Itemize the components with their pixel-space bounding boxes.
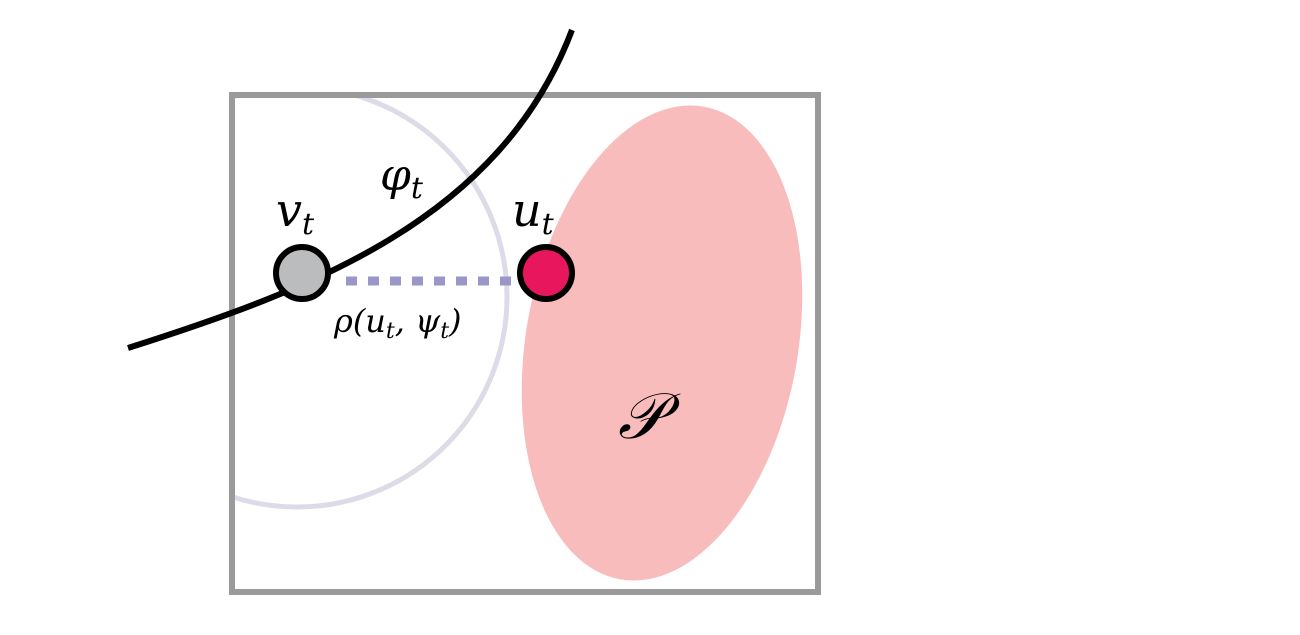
u-symbol: u [512,183,542,237]
rho-subscript-2: t [440,319,449,344]
phi-curve [127,28,575,351]
rho-close: ) [448,302,461,340]
domain-box [229,92,821,595]
v-node [273,244,331,302]
rho-subscript-1: t [386,319,395,344]
v-subscript: t [302,207,315,242]
feasible-set-region [521,105,803,581]
u-subscript: t [542,207,555,242]
phi-subscript: t [411,171,424,206]
phi-label: φt [380,150,424,206]
rho-middle: , ψ [395,302,441,340]
distance-circle [232,95,510,510]
u-node [517,244,575,302]
rho-label: ρ(ut, ψt) [333,302,462,344]
rho-open: ρ(u [333,302,386,340]
phi-symbol: φ [380,150,411,201]
v-label: vt [276,183,315,242]
u-label: ut [512,183,555,242]
v-symbol: v [276,183,302,237]
